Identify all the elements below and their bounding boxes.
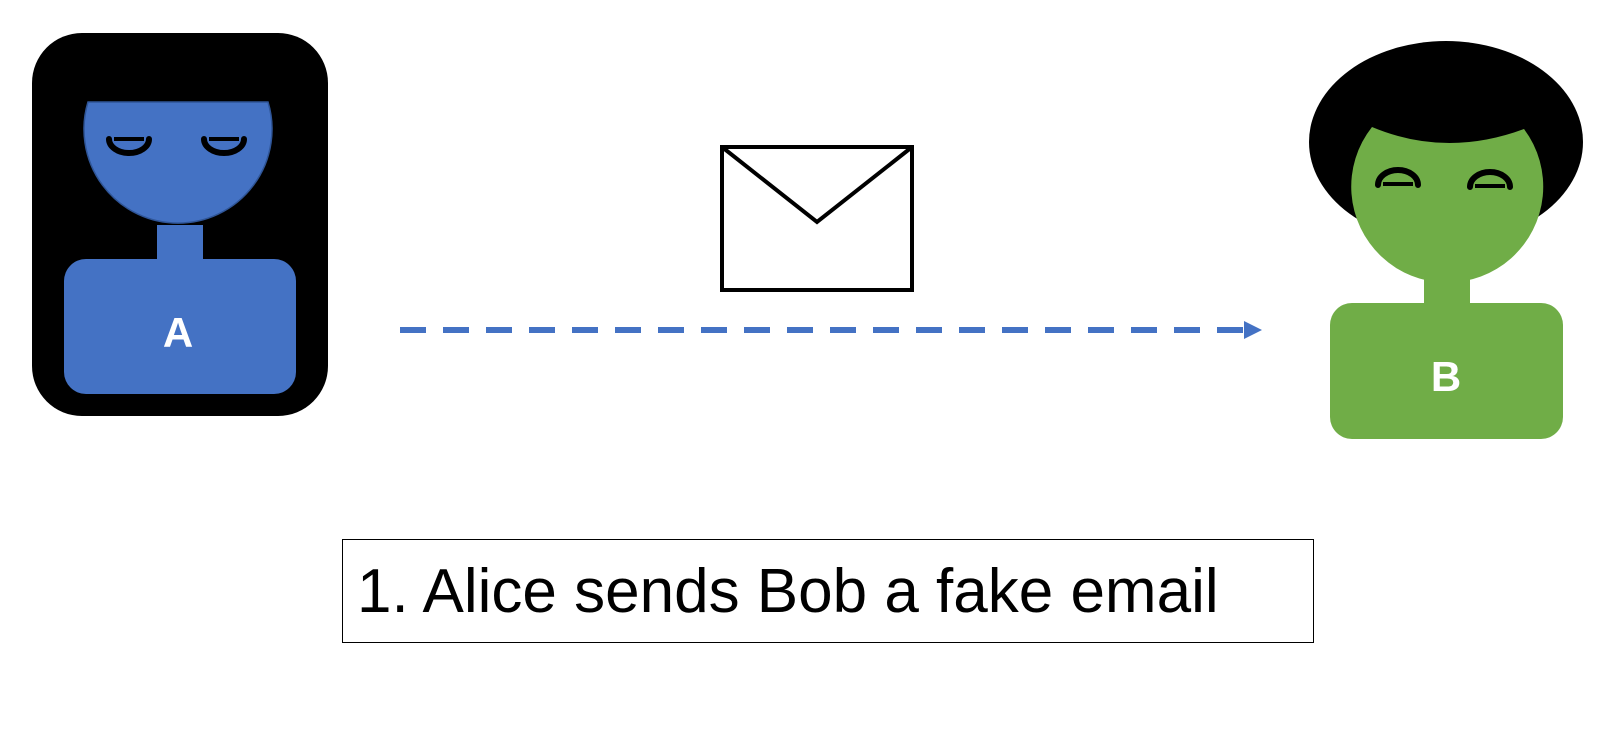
bob-neck (1424, 271, 1470, 307)
bob-left-eye-icon (1375, 167, 1421, 188)
bob-figure: B (1309, 41, 1583, 439)
envelope-flap (720, 145, 914, 225)
arrow-head-icon (1244, 321, 1262, 339)
alice-right-eye-icon (201, 136, 247, 156)
envelope-icon (720, 145, 914, 292)
bob-face (1351, 127, 1544, 283)
message-arrow (400, 321, 1262, 339)
step-caption: 1. Alice sends Bob a fake email (342, 539, 1314, 643)
bob-body (1330, 303, 1563, 439)
bob-label: B (1431, 353, 1461, 400)
alice-label: A (163, 309, 193, 356)
alice-head (83, 101, 273, 224)
bob-right-eye-icon (1467, 169, 1513, 190)
alice-figure: A (32, 33, 328, 416)
alice-left-eye-icon (106, 136, 152, 156)
alice-body (64, 259, 296, 394)
alice-neck (157, 225, 203, 261)
